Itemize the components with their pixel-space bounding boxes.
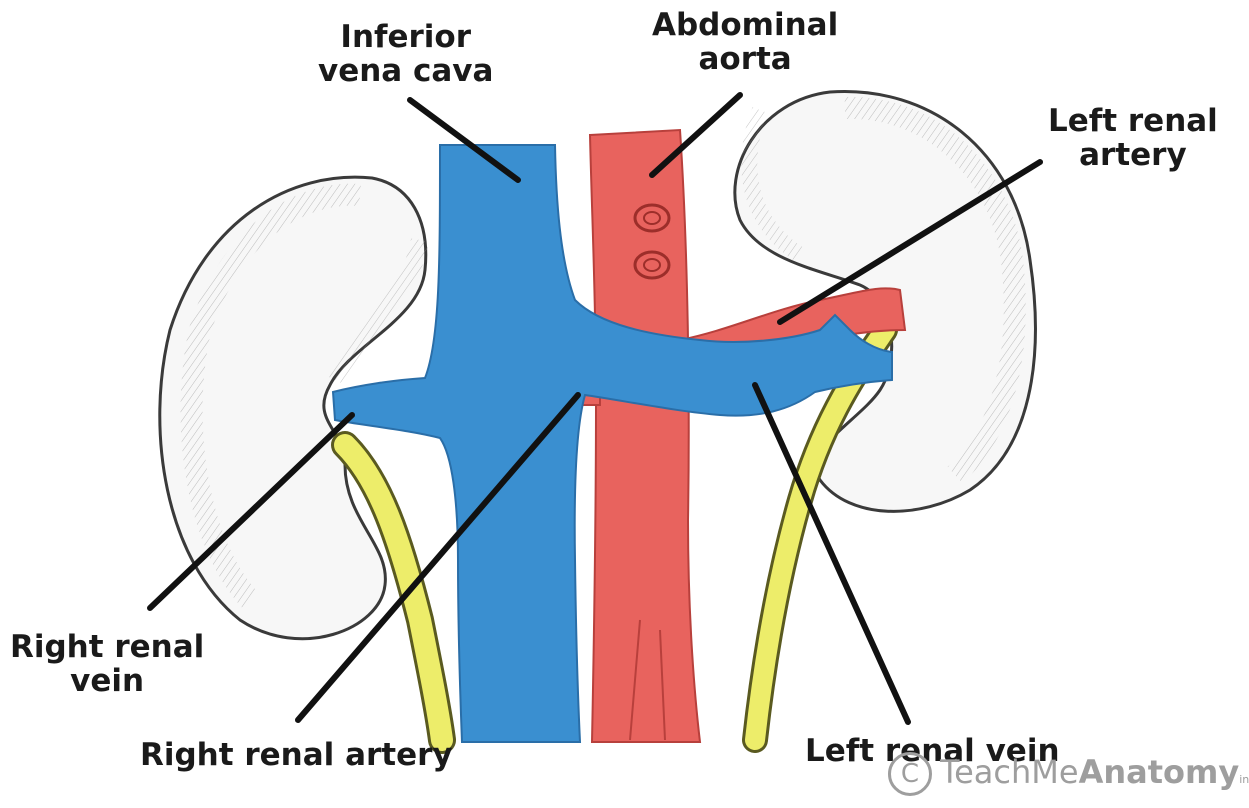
label-abdominal-aorta: Abdominal aorta bbox=[652, 8, 838, 76]
label-left-renal-artery: Left renal artery bbox=[1048, 104, 1218, 172]
copyright-icon: C bbox=[888, 752, 932, 796]
label-inferior-vena-cava: Inferior vena cava bbox=[318, 20, 493, 88]
label-right-renal-vein: Right renal vein bbox=[10, 630, 204, 698]
watermark-logo: CTeachMeAnatomyinfo bbox=[888, 752, 1249, 800]
abdominal-aorta bbox=[590, 130, 700, 742]
label-right-renal-artery: Right renal artery bbox=[140, 738, 453, 772]
